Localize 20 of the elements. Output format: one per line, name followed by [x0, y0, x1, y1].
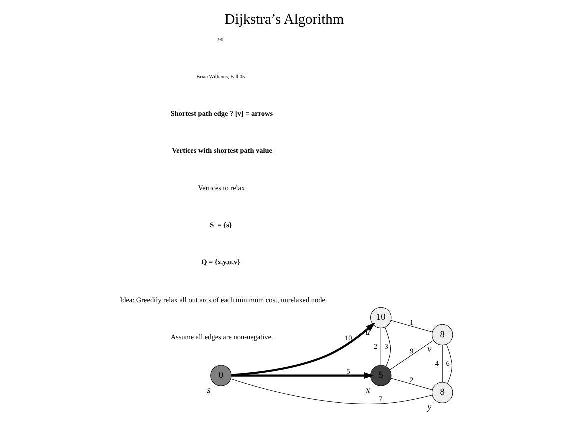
node-circle: 8 [432, 382, 453, 404]
diagram-title: Dijkstra’s Algorithm [224, 12, 344, 28]
connector [380, 328, 381, 366]
connector [390, 378, 432, 390]
node-circle: 8 [432, 324, 453, 346]
connector [390, 320, 432, 333]
connector [389, 340, 434, 370]
node-label: v [427, 345, 432, 356]
node-label: s [206, 386, 210, 396]
node-label: y [427, 403, 432, 414]
connector [446, 344, 452, 384]
node-circle: 0 [210, 365, 232, 386]
arrow [231, 372, 374, 380]
connector [230, 378, 432, 404]
arrow [231, 322, 376, 376]
node-circle: 10 [370, 307, 392, 328]
node-circle: 5 [370, 365, 392, 386]
node-label: u [365, 328, 370, 338]
connector [384, 327, 390, 367]
node-label: x [366, 386, 370, 396]
